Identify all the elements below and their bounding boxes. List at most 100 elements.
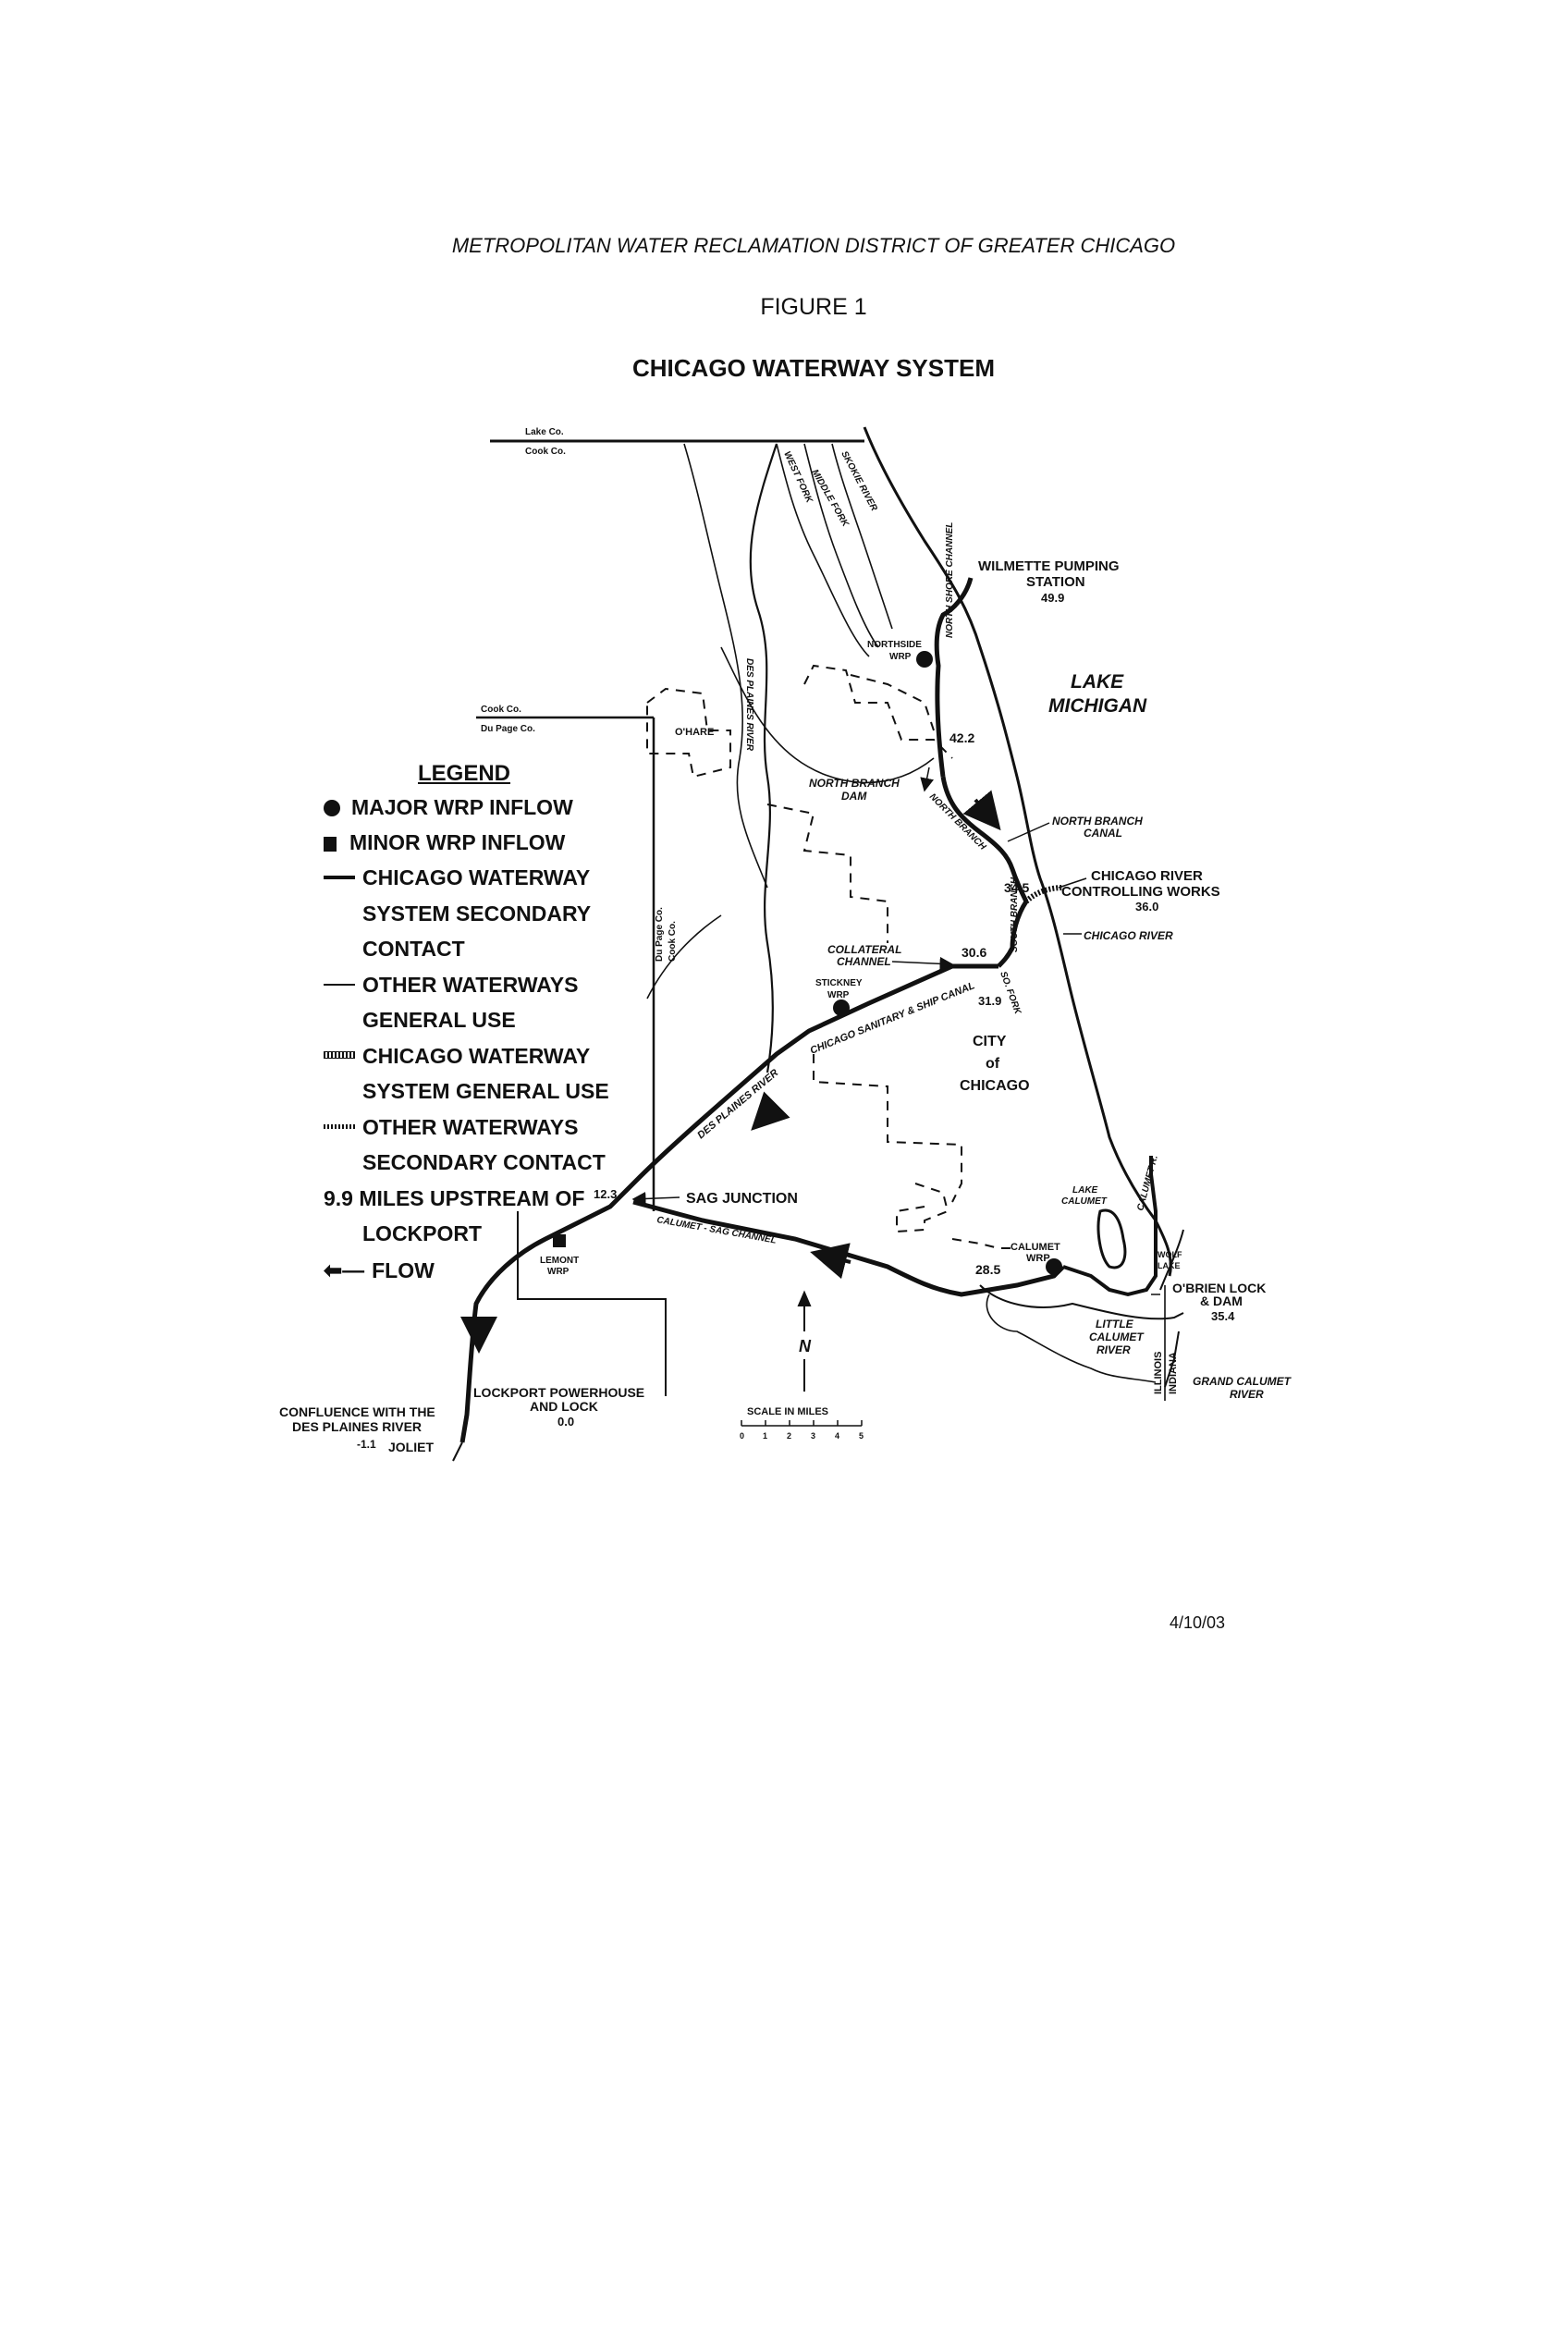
lockport-mile: 0.0 (557, 1415, 574, 1429)
wolf-lake-label: WOLF (1158, 1250, 1182, 1259)
north-shore-channel-label: NORTH SHORE CHANNEL (945, 522, 955, 638)
grand-calumet-river (1164, 1331, 1180, 1388)
county-boundary (476, 439, 864, 1396)
lake-michigan-label: LAKE (1071, 671, 1124, 693)
legend-item: CHICAGO WATERWAY (324, 1044, 590, 1069)
dupage-county-left-label: Du Page Co. (481, 724, 535, 734)
collateral-label-2: CHANNEL (837, 955, 891, 968)
chicago-river-main (1023, 885, 1064, 904)
west-fork-label: WEST FORK (781, 450, 815, 506)
chicago-river-label: CHICAGO RIVER (1084, 929, 1173, 942)
legend-item: CHICAGO WATERWAY (324, 865, 590, 890)
map-title: CHICAGO WATERWAY SYSTEM (632, 354, 995, 382)
wolf-lake-label-2: LAKE (1158, 1261, 1181, 1270)
lake-county-label: Lake Co. (525, 427, 564, 437)
little-calumet-label: LITTLE (1096, 1318, 1134, 1331)
nb-dam-label: NORTH BRANCH (809, 777, 900, 790)
north-arrow-icon (797, 1290, 812, 1392)
lockport-label: LOCKPORT POWERHOUSE (473, 1385, 644, 1400)
mile-345: 34.5 (1004, 880, 1029, 895)
flow-arrows (460, 790, 1001, 1354)
legend-item: SYSTEM SECONDARY (362, 901, 592, 926)
joliet-label: JOLIET (388, 1440, 434, 1454)
northside-wrp-marker (916, 651, 933, 668)
date-stamp: 4/10/03 (1169, 1613, 1226, 1632)
sag-junction-label: SAG JUNCTION (686, 1191, 798, 1207)
ohare-label: O'HARE (675, 727, 714, 738)
illinois-label: ILLINOIS (1153, 1352, 1164, 1394)
flow-arrow-icon: ⬅― (324, 1258, 365, 1283)
legend-item: ⬅―FLOW (324, 1258, 435, 1283)
little-calumet-label-2: CALUMET (1089, 1331, 1145, 1343)
wilmette-label: WILMETTE PUMPING (978, 558, 1120, 574)
little-calumet-label-3: RIVER (1096, 1343, 1131, 1356)
northside-wrp-label-2: WRP (889, 652, 912, 662)
major-wrp-symbol (324, 800, 340, 816)
scale-tick-4: 4 (835, 1431, 839, 1441)
scale-tick-2: 2 (787, 1431, 791, 1441)
legend-item: GENERAL USE (362, 1008, 516, 1032)
confluence-mile: -1.1 (357, 1438, 376, 1451)
wilmette-mile: 49.9 (1041, 591, 1064, 605)
lake-calumet (1096, 1208, 1127, 1269)
lemont-label-2: WRP (547, 1267, 570, 1277)
calumet-river (1062, 1156, 1158, 1297)
calumet-wrp-label-2: WRP (1026, 1253, 1050, 1264)
lake-michigan-shoreline (863, 426, 1172, 1277)
little-calumet-river (979, 1284, 1184, 1320)
grand-calumet-label-2: RIVER (1230, 1388, 1264, 1401)
other-secondary-line (324, 1124, 355, 1129)
north-shore-channel (934, 577, 974, 778)
nb-canal-label-2: CANAL (1084, 827, 1122, 840)
legend-item: SECONDARY CONTACT (362, 1150, 606, 1174)
cook-county-label: Cook Co. (525, 447, 566, 457)
des-plaines-river-upper (749, 443, 778, 1073)
north-label: N (799, 1337, 812, 1355)
leader-lines (631, 766, 1160, 1295)
obrien-label-2: & DAM (1200, 1294, 1243, 1308)
south-branch-label: SOUTH BRANCH (1010, 877, 1020, 952)
city-boundary (813, 1054, 1017, 1249)
lemont-label: LEMONT (540, 1256, 579, 1266)
collateral-label: COLLATERAL (827, 943, 901, 956)
nb-canal-label: NORTH BRANCH (1052, 815, 1143, 828)
mile-42: 42.2 (949, 730, 974, 745)
confluence-label: CONFLUENCE WITH THE (279, 1404, 435, 1419)
dupage-vert-label: Du Page Co. (655, 907, 665, 962)
general-use-line (324, 984, 355, 986)
crcw-label-2: CONTROLLING WORKS (1061, 884, 1220, 900)
lockport-label-2: AND LOCK (530, 1399, 598, 1414)
confluence-label-2: DES PLAINES RIVER (292, 1419, 422, 1434)
cws-general-use-line (324, 1051, 355, 1059)
city-label: CITY (973, 1034, 1007, 1049)
stickney-label: STICKNEY (815, 978, 863, 988)
southern-creeks (986, 1294, 1157, 1383)
south-branch (997, 900, 1029, 968)
crcw-mile: 36.0 (1135, 900, 1158, 914)
grand-calumet-label: GRAND CALUMET (1193, 1375, 1292, 1388)
lake-calumet-label-2: CALUMET (1061, 1196, 1108, 1207)
legend-item: MAJOR WRP INFLOW (324, 795, 573, 820)
calumet-wrp-label: CALUMET (1011, 1242, 1060, 1253)
indiana-label: INDIANA (1168, 1352, 1179, 1394)
city-label-2: of (986, 1056, 1000, 1072)
lake-calumet-label: LAKE (1072, 1185, 1098, 1196)
minor-wrp-symbol (324, 837, 337, 852)
scale-title: SCALE IN MILES (747, 1406, 828, 1417)
obrien-mile: 35.4 (1211, 1309, 1235, 1323)
lake-michigan-label-2: MICHIGAN (1048, 695, 1147, 717)
des-plaines-lower-label: DES PLAINES RIVER (695, 1067, 780, 1141)
scale-tick-5: 5 (859, 1431, 864, 1441)
lower-des-plaines (452, 1441, 463, 1462)
legend-title: LEGEND (418, 761, 511, 786)
wilmette-label-2: STATION (1026, 574, 1085, 590)
cal-sag-channel (632, 1199, 1065, 1297)
nb-dam-label-2: DAM (841, 790, 867, 803)
scale-tick-3: 3 (811, 1431, 815, 1441)
city-label-3: CHICAGO (960, 1078, 1030, 1094)
legend-item: CONTACT (362, 937, 465, 961)
scale-tick-0: 0 (740, 1431, 744, 1441)
legend-item: OTHER WATERWAYS (324, 973, 578, 998)
north-branch (940, 776, 1029, 903)
